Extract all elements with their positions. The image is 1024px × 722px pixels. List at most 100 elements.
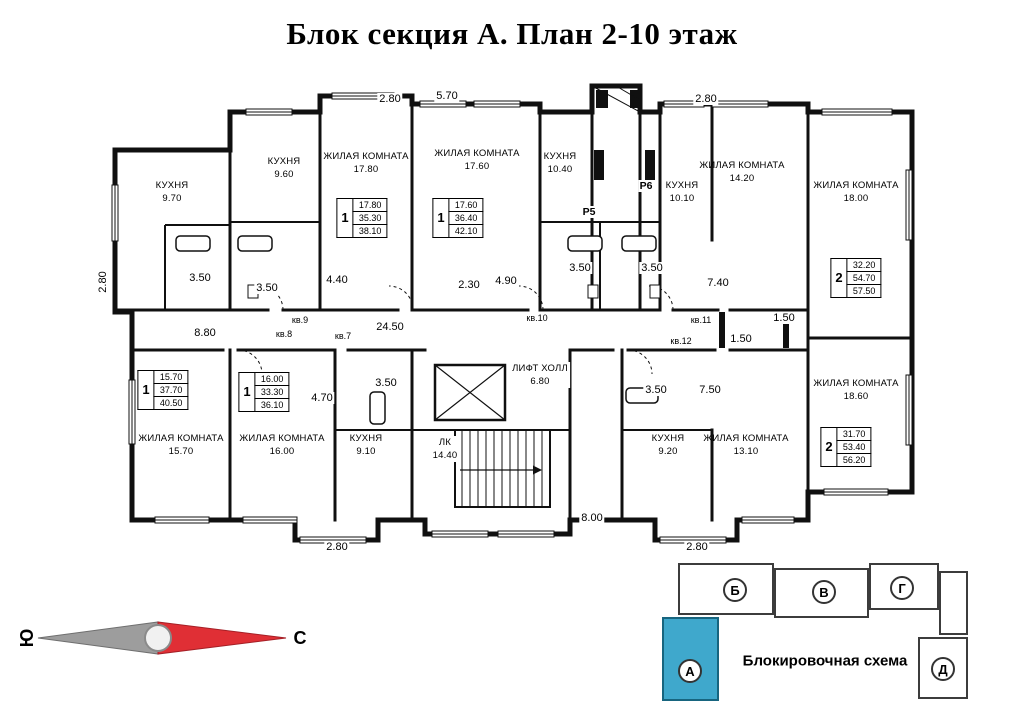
- page-title: Блок секция А. План 2-10 этаж: [286, 16, 738, 51]
- apartment-number-label: кв.8: [274, 329, 294, 339]
- partition-walls: [164, 221, 712, 431]
- spec-value: 37.70: [153, 383, 189, 397]
- spec-value: 40.50: [153, 396, 189, 410]
- dimension-label: 24.50: [374, 321, 406, 333]
- spec-type: 1: [432, 198, 450, 238]
- spec-value: 35.30: [352, 211, 388, 225]
- block-scheme: А Б В Г Д Блокировочная схема: [650, 553, 990, 715]
- scheme-section-strip: [939, 571, 968, 635]
- spec-value: 17.80: [352, 198, 388, 212]
- riser-shafts: [591, 85, 655, 180]
- apartment-number-label: кв.12: [669, 336, 693, 346]
- dimension-label: 3.50: [643, 384, 669, 396]
- dimension-label: 2.80: [324, 541, 350, 553]
- spec-value: 17.60: [448, 198, 484, 212]
- dimension-label: 3.50: [373, 377, 399, 389]
- scheme-section-g-shape: [869, 563, 939, 610]
- scheme-badge-g: Г: [890, 576, 914, 600]
- dimension-label: 2.80: [684, 541, 710, 553]
- staircase: [454, 429, 551, 508]
- dimension-label: 7.50: [697, 384, 723, 396]
- dimension-label: 2.80: [97, 269, 109, 295]
- dimension-label: 2.80: [377, 93, 403, 105]
- scheme-badge-d: Д: [931, 657, 955, 681]
- dimension-label: 3.50: [254, 282, 280, 294]
- dimension-label: 3.50: [567, 262, 593, 274]
- spec-type: 1: [238, 372, 256, 412]
- spec-type: 2: [820, 427, 838, 467]
- riser-label: Р5: [581, 206, 597, 218]
- dimension-label: 2.80: [693, 93, 719, 105]
- dimension-label: 8.00: [579, 512, 605, 524]
- scheme-section-a-shape: [662, 617, 719, 701]
- compass-south-label: Ю: [17, 629, 37, 648]
- dimension-label: 3.50: [187, 272, 213, 284]
- spec-value: 16.00: [254, 372, 290, 386]
- spec-value: 36.10: [254, 398, 290, 412]
- compass: Ю С: [16, 610, 316, 670]
- spec-value: 38.10: [352, 224, 388, 238]
- dimension-label: 8.80: [192, 327, 218, 339]
- dimension-label: 4.90: [493, 275, 519, 287]
- inner-walls: [113, 94, 914, 522]
- apartment-number-label: кв.9: [290, 315, 310, 325]
- dimension-label: 3.50: [639, 262, 665, 274]
- window-centerlines: [114, 95, 910, 541]
- spec-value: 56.20: [836, 453, 872, 467]
- compass-south-arrow: [37, 621, 159, 655]
- dimension-label: 2.30: [456, 279, 482, 291]
- compass-north-label: С: [294, 628, 307, 648]
- scheme-title: Блокировочная схема: [742, 652, 908, 670]
- spec-type: 1: [137, 370, 155, 410]
- compass-hub: [144, 624, 172, 652]
- riser-label: Р6: [638, 180, 654, 192]
- scheme-badge-v: В: [812, 580, 836, 604]
- corridor-walls: [130, 308, 810, 352]
- apartment-number-label: кв.11: [689, 315, 713, 325]
- spec-value: 36.40: [448, 211, 484, 225]
- apartment-number-label: кв.7: [333, 331, 353, 341]
- dimension-label: 7.40: [705, 277, 731, 289]
- compass-arrow: Ю С: [17, 621, 307, 655]
- dimension-label: 4.40: [324, 274, 350, 286]
- spec-value: 57.50: [846, 284, 882, 298]
- apartment-number-label: кв.10: [525, 313, 549, 323]
- spec-value: 54.70: [846, 271, 882, 285]
- bath-fixtures: [175, 235, 661, 425]
- compass-north-arrow: [157, 621, 287, 655]
- spec-value: 42.10: [448, 224, 484, 238]
- spec-type: 2: [830, 258, 848, 298]
- dimension-label: 1.50: [728, 333, 754, 345]
- spec-value: 53.40: [836, 440, 872, 454]
- spec-value: 15.70: [153, 370, 189, 384]
- spec-value: 31.70: [836, 427, 872, 441]
- spec-value: 33.30: [254, 385, 290, 399]
- dimension-label: 1.50: [771, 312, 797, 324]
- dimension-label: 5.70: [434, 90, 460, 102]
- dimension-label: 4.70: [309, 392, 335, 404]
- spec-type: 1: [336, 198, 354, 238]
